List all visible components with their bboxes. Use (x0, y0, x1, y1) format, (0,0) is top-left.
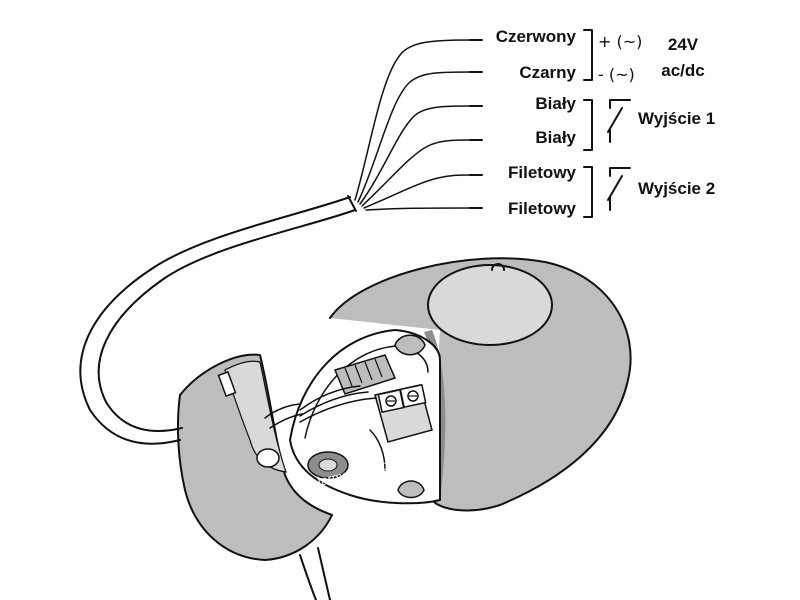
output-1-label: Wyjście 1 (638, 109, 715, 128)
wire-label-violet-2: Filetowy (508, 199, 577, 218)
detector-lens (427, 264, 553, 346)
sensor-housing (329, 257, 632, 512)
polarity-minus: - (~) (598, 65, 635, 84)
cover-latch (217, 370, 237, 398)
wire-label-white-1: Biały (535, 94, 576, 113)
wire-connector (333, 354, 397, 395)
wire-label-red: Czerwony (496, 27, 577, 46)
wire-label-violet-1: Filetowy (508, 163, 577, 182)
wire-labels: Czerwony Czarny Biały Biały Filetowy Fil… (496, 27, 577, 218)
supply-voltage: 24V (668, 35, 699, 54)
power-supply-group: + (~) - (~) 24V ac/dc (583, 29, 705, 84)
output-1-group: Wyjście 1 (583, 99, 715, 151)
polarity-plus: + (~) (598, 32, 642, 51)
sensor-cover (176, 353, 333, 561)
terminal-compartment: alarmsklep.com (289, 329, 441, 505)
fanout-wires (354, 39, 483, 211)
wire-label-white-2: Biały (535, 128, 576, 147)
main-cable (79, 195, 357, 600)
output-2-group: Wyjście 2 (583, 166, 715, 218)
wire-label-black: Czarny (519, 63, 576, 82)
terminal-block (374, 384, 433, 443)
supply-current-type: ac/dc (661, 61, 704, 80)
relay-contact-2-icon (607, 167, 631, 211)
output-2-label: Wyjście 2 (638, 179, 715, 198)
relay-contact-1-icon (607, 99, 631, 143)
